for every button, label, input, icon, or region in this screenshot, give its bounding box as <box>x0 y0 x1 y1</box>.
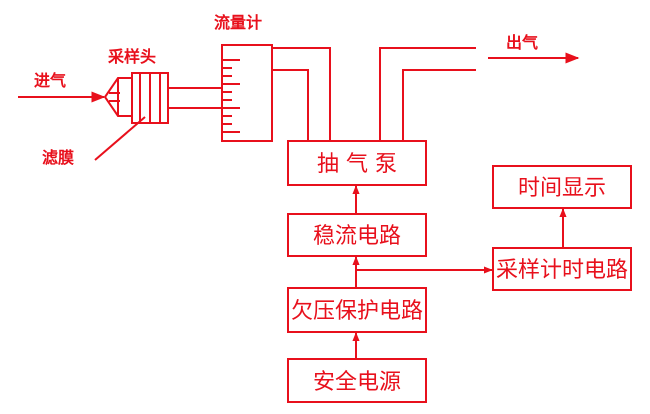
pump-box <box>287 140 427 186</box>
timer-label: 采样计时电路 <box>496 258 628 283</box>
inlet-pipe <box>168 87 222 109</box>
flowmeter-to-pump-pipe <box>272 47 331 141</box>
inlet-label: 进气 <box>34 71 66 90</box>
sampler-head-label: 采样头 <box>107 47 156 66</box>
filter-film-leader <box>94 116 146 161</box>
undervoltage-label: 欠压保护电路 <box>291 299 423 324</box>
pump-label: 抽 气 泵 <box>317 152 397 177</box>
flowmeter-scale-icon <box>221 44 273 142</box>
regulator-label: 稳流电路 <box>313 224 401 249</box>
flowmeter-label: 流量计 <box>214 13 262 32</box>
display-label: 时间显示 <box>518 176 606 201</box>
display-box <box>492 165 632 209</box>
sampler-head-icon <box>103 72 169 124</box>
power-label: 安全电源 <box>313 370 401 395</box>
outlet-pipe <box>379 47 476 141</box>
outlet-label: 出气 <box>506 33 538 52</box>
filter-film-label: 滤膜 <box>42 148 74 167</box>
